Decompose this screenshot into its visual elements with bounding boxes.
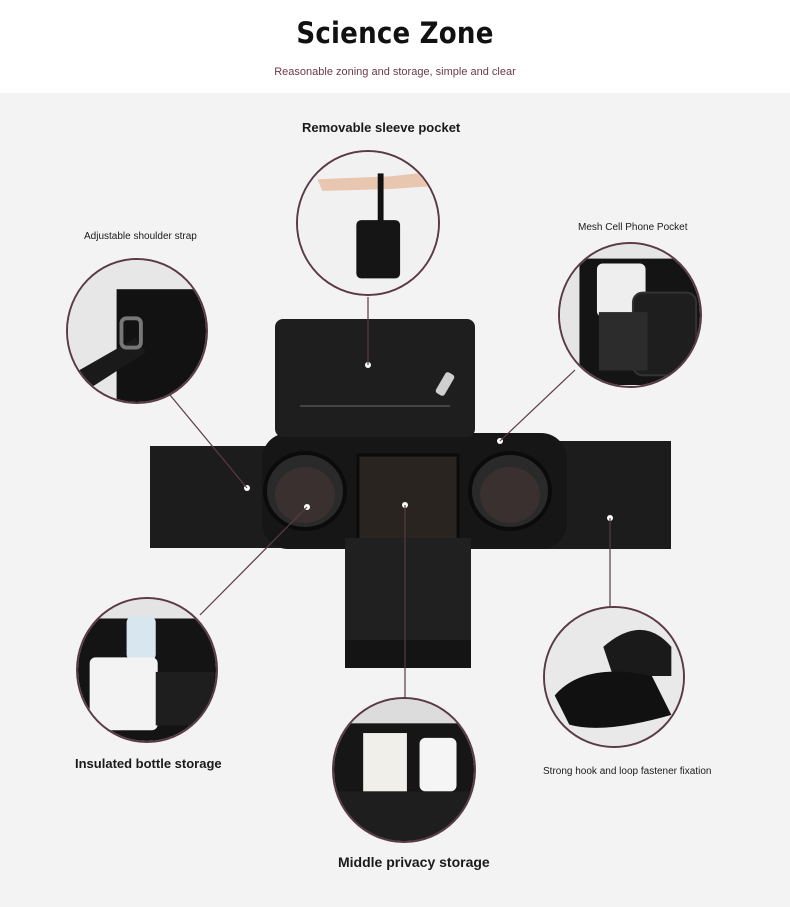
bottle-storage-photo bbox=[76, 597, 218, 743]
page-subtitle: Reasonable zoning and storage, simple an… bbox=[274, 66, 516, 78]
hook-loop-fastener-photo bbox=[543, 606, 685, 748]
label-sleeve-pocket: Removable sleeve pocket bbox=[302, 120, 461, 135]
sleeve-pocket-photo bbox=[296, 150, 440, 296]
label-fastener: Strong hook and loop fastener fixation bbox=[543, 766, 712, 777]
phone-pocket-photo bbox=[558, 242, 702, 388]
label-privacy-storage: Middle privacy storage bbox=[338, 854, 490, 870]
label-bottle-storage: Insulated bottle storage bbox=[75, 756, 222, 771]
label-phone-pocket: Mesh Cell Phone Pocket bbox=[578, 222, 688, 233]
shoulder-strap-photo bbox=[66, 258, 208, 404]
label-shoulder-strap: Adjustable shoulder strap bbox=[84, 231, 197, 242]
page-title: Science Zone bbox=[296, 16, 494, 50]
privacy-storage-photo bbox=[332, 697, 476, 843]
header: Science Zone Reasonable zoning and stora… bbox=[0, 0, 790, 92]
middle-compartment bbox=[356, 453, 460, 542]
top-lid bbox=[275, 319, 475, 437]
